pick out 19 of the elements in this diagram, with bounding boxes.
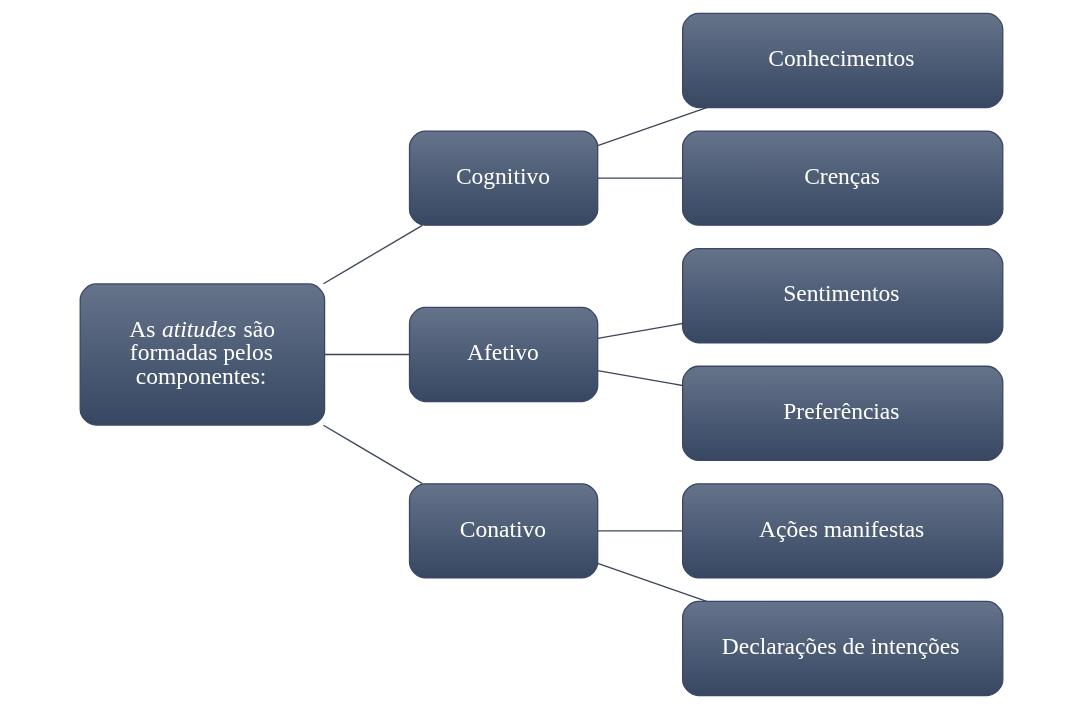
- node-box: Conhecimentos: [681, 12, 1004, 109]
- connector: [597, 370, 683, 387]
- node-box: As atitudes são formadas pelos componentes:: [79, 283, 326, 426]
- node-box: Sentimentos: [681, 248, 1004, 344]
- connector: [324, 353, 410, 356]
- connector: [322, 224, 424, 285]
- node-box: Conativo: [408, 483, 599, 579]
- node-box: Preferências: [681, 365, 1004, 461]
- connector: [597, 530, 683, 532]
- node-box: Crenças: [681, 130, 1004, 226]
- node-box: Afetivo: [408, 306, 599, 403]
- connector: [597, 322, 683, 339]
- node-box: Cognitivo: [408, 130, 599, 226]
- connector: [597, 562, 708, 603]
- connector: [322, 424, 424, 485]
- connector: [597, 177, 683, 179]
- connector: [597, 106, 708, 147]
- node-box: Ações manifestas: [681, 483, 1004, 579]
- node-box: Declarações de intenções: [681, 600, 1004, 697]
